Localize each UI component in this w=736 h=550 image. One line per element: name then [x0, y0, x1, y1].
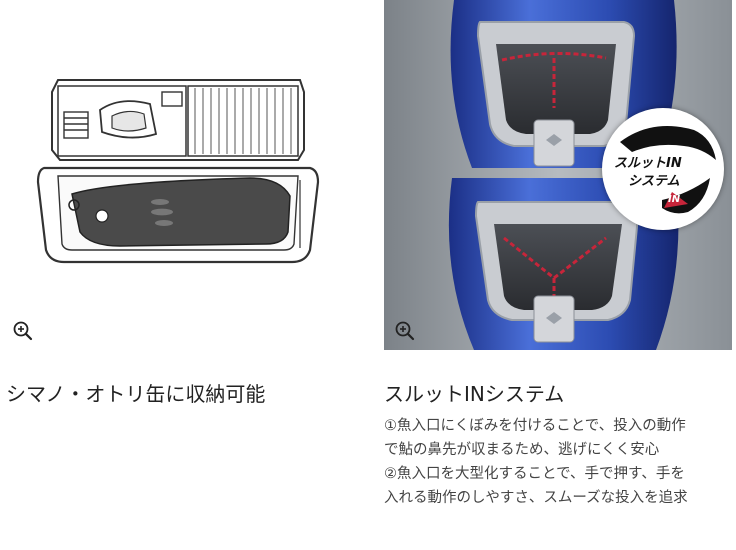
badge-text-1: スルットIN — [614, 156, 682, 171]
product-image-right[interactable]: スルットIN システム IN — [384, 0, 732, 350]
badge-mark: IN — [668, 194, 681, 205]
slut-in-system-badge: スルットIN システム IN — [602, 108, 724, 230]
product-card-left: シマノ・オトリ缶に収納可能 — [0, 0, 352, 406]
product-title-right: スルットINシステム — [384, 382, 565, 406]
product-description-right: ①魚入口にくぼみを付けることで、投入の動作 で鮎の鼻先が収まるため、逃げにくく安… — [384, 418, 688, 506]
cooler-line-drawing — [36, 79, 320, 264]
fish-logo-icon — [620, 126, 716, 214]
zoom-in-icon[interactable] — [394, 320, 416, 342]
product-card-right: スルットIN システム IN スルットINシステム ①魚入口にくぼみを付けること… — [384, 0, 736, 506]
product-title-left: シマノ・オトリ缶に収納可能 — [6, 382, 266, 406]
zoom-in-icon[interactable] — [12, 320, 34, 342]
badge-text-2: システム — [628, 174, 680, 189]
product-image-left[interactable] — [0, 0, 352, 350]
